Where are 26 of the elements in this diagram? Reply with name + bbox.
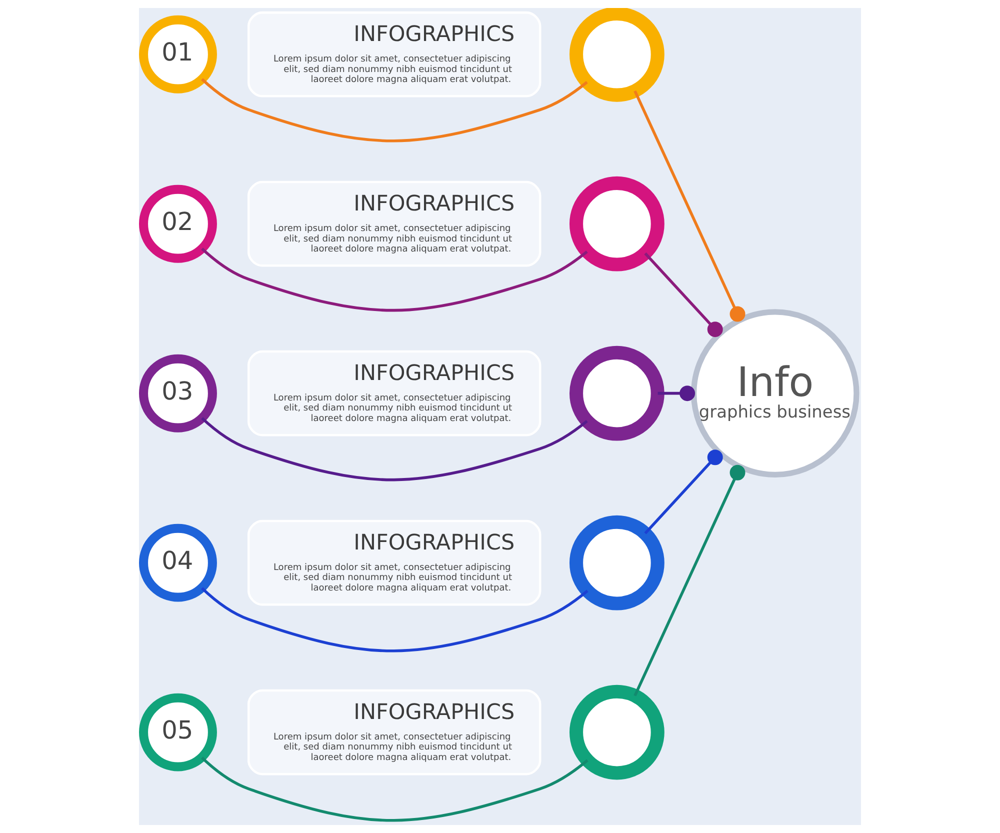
connector (644, 252, 723, 338)
node-box: INFOGRAPHICS Lorem ipsum dolor sit amet, consectetuer adipiscing elit, sed diam nonummy nibh euismod tincidunt ut laoreet dolore magna aliquam erat volutpat. (247, 180, 542, 267)
node-box: INFOGRAPHICS Lorem ipsum dolor sit amet, consectetuer adipiscing elit, sed diam nonummy nibh euismod tincidunt ut laoreet dolore magna aliquam erat volutpat. (247, 689, 542, 776)
connector (201, 417, 588, 482)
node-circle: 03 (139, 354, 217, 432)
node-circle (570, 346, 664, 441)
node-box: INFOGRAPHICS Lorem ipsum dolor sit amet, consectetuer adipiscing elit, sed diam nonummy nibh euismod tincidunt ut laoreet dolore magna aliquam erat volutpat. (247, 350, 542, 436)
connector (200, 587, 588, 652)
node-circle: 05 (139, 693, 217, 772)
node-circle: Info graphics business (690, 309, 860, 478)
connector (634, 90, 746, 322)
node-circle (570, 684, 664, 780)
connector (201, 78, 588, 142)
connector (634, 464, 746, 696)
node-circle (570, 515, 664, 610)
node-circle: 01 (139, 15, 217, 94)
connector (200, 756, 588, 822)
node-circle: 02 (139, 184, 217, 263)
node-box: INFOGRAPHICS Lorem ipsum dolor sit amet, consectetuer adipiscing elit, sed diam nonummy nibh euismod tincidunt ut laoreet dolore magna aliquam erat volutpat. (247, 520, 542, 606)
node-circle: 04 (139, 524, 217, 602)
connector (201, 248, 588, 312)
connector (644, 450, 723, 534)
connector (658, 386, 696, 402)
node-box: INFOGRAPHICS Lorem ipsum dolor sit amet, consectetuer adipiscing elit, sed diam nonummy nibh euismod tincidunt ut laoreet dolore magna aliquam erat volutpat. (247, 11, 542, 98)
node-circle (570, 8, 664, 102)
node-circle (570, 176, 664, 272)
